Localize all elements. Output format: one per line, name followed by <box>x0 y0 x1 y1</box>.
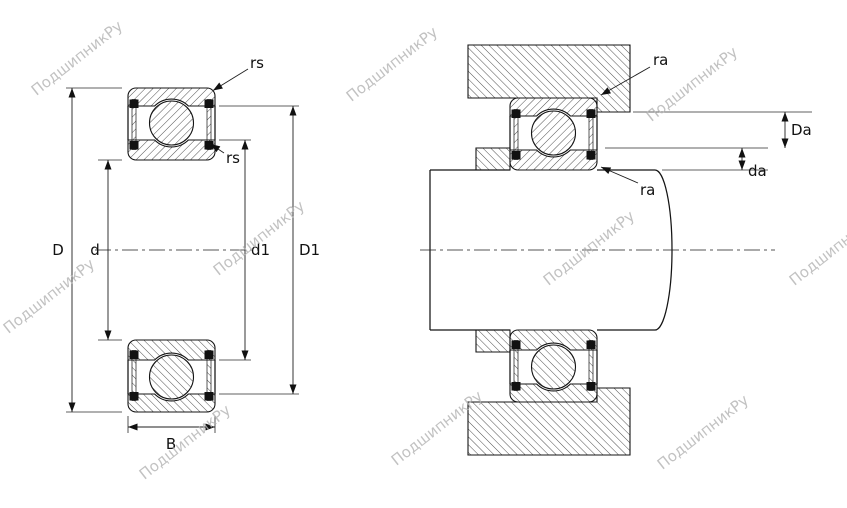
watermark-text: ПодшипникРу <box>786 207 847 289</box>
dim-rs-inner-label: rs <box>226 149 240 167</box>
dim-Da-label: Da <box>791 121 812 139</box>
watermark-text: ПодшипникРу <box>540 207 638 289</box>
shaft-shoulder-upper <box>475 147 511 171</box>
leader-ra-shaft <box>600 166 639 184</box>
watermark-text: ПодшипникРу <box>136 401 234 483</box>
dim-ra-shaft-label: ra <box>640 181 655 199</box>
dim-D-label: D <box>52 241 64 259</box>
leader-rs-inner <box>210 143 225 154</box>
dim-B-label: B <box>166 435 176 453</box>
watermark-text: ПодшипникРу <box>343 23 441 105</box>
dim-d-label: d <box>90 241 100 259</box>
shaft-shoulder-lower <box>475 329 511 353</box>
dim-d1-label: d1 <box>251 241 270 259</box>
bearing-mounting-view: Da da ra ra <box>420 44 812 456</box>
dim-ra-housing-label: ra <box>653 51 668 69</box>
leader-rs-outer <box>212 68 249 91</box>
watermark-text: ПодшипникРу <box>28 17 126 99</box>
dim-D1-label: D1 <box>299 241 320 259</box>
watermark-text: ПодшипникРу <box>0 255 98 337</box>
leader-ra-housing <box>600 66 651 96</box>
dim-rs-outer-label: rs <box>250 54 264 72</box>
watermark-text: ПодшипникРу <box>654 391 752 473</box>
bearing-cross-section-view: D d d1 D1 B rs rs <box>52 54 320 453</box>
dim-da-label: da <box>748 162 767 180</box>
